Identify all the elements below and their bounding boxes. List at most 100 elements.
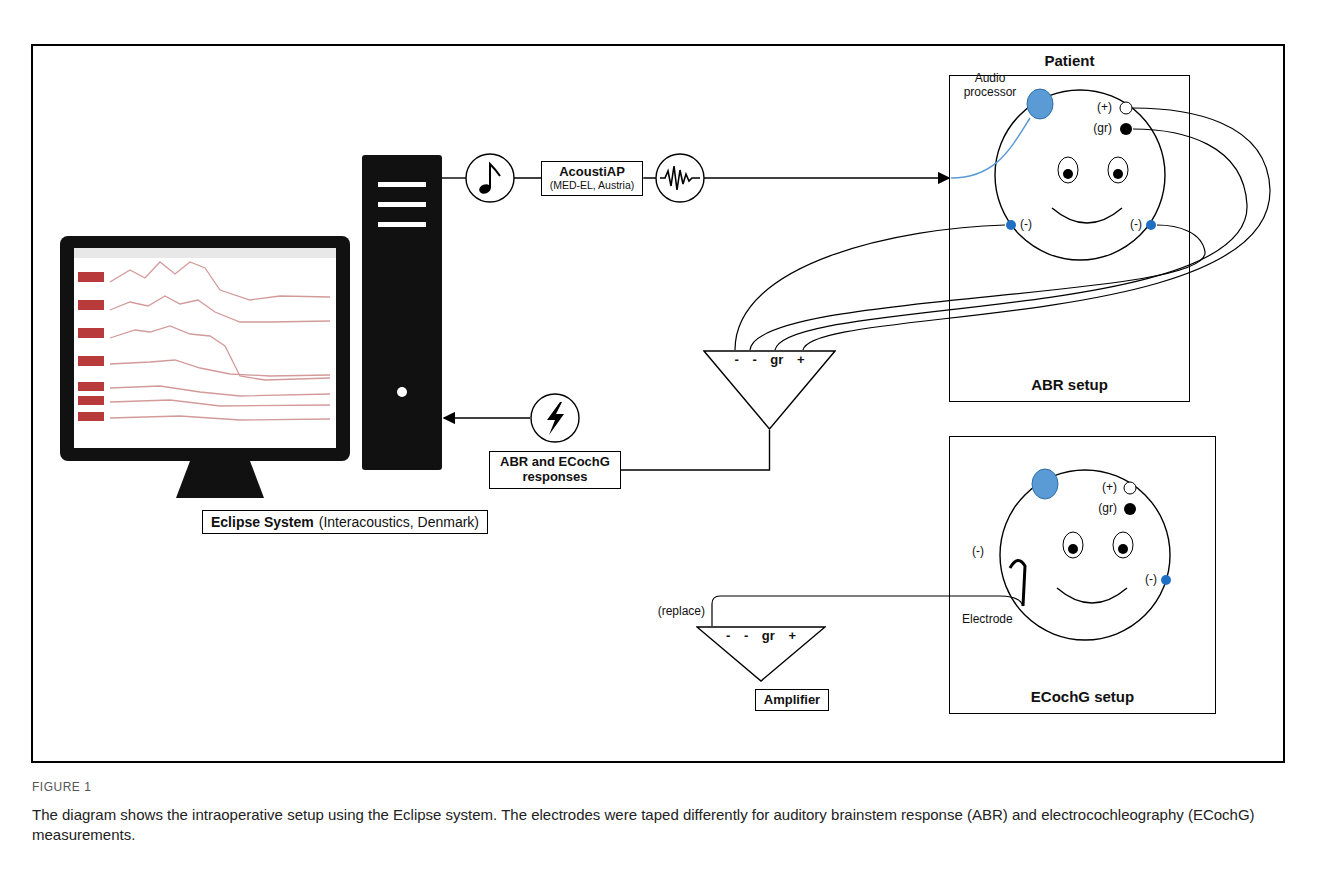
system-label: Eclipse System(Interacoustics, Denmark) (202, 510, 488, 534)
response-box: ABR and ECochG responses (489, 451, 621, 489)
figure-frame (32, 45, 1284, 762)
ecochg-face (1113, 532, 1133, 558)
lightning-icon (547, 402, 564, 435)
ecochg-face (1057, 588, 1127, 603)
abr-face (1113, 169, 1123, 179)
waveform-icon (656, 154, 704, 202)
screen-waveforms (110, 326, 330, 380)
screen-waveforms (110, 400, 330, 406)
node-heading: AcoustiAP (559, 165, 625, 180)
computer-tower (397, 387, 407, 397)
screen-waveforms (110, 360, 330, 376)
setup-panel: ECochG setup (949, 436, 1216, 714)
electrode-label: (gr) (1093, 122, 1112, 136)
part-label: Audio processor (958, 72, 1022, 100)
music-note-icon (490, 164, 500, 188)
monitor (74, 248, 336, 448)
electrode-wires (750, 225, 1205, 350)
node-heading: - - gr + (703, 353, 836, 368)
node-text: ABR setup (950, 376, 1189, 393)
waveform-icon (660, 166, 700, 190)
part-label: Electrode (962, 613, 1013, 627)
screen-waveforms (110, 386, 330, 396)
screen-tabs (78, 272, 104, 421)
audio-cable (951, 118, 1030, 178)
connector (621, 430, 770, 470)
electrode-label: (+) (1097, 101, 1112, 115)
monitor (74, 248, 336, 258)
electrode-wires (735, 225, 1005, 350)
electrode-wires (712, 596, 1023, 626)
computer-tower (362, 155, 442, 470)
amplifier-triangle: - - gr + (696, 626, 826, 682)
node-heading: ECochG setup (950, 688, 1215, 705)
positive-electrode (1124, 482, 1136, 494)
lightning-icon (531, 394, 579, 442)
node-heading: ABR and ECochG responses (498, 455, 612, 485)
electrode-label: (-) (972, 545, 984, 559)
monitor-stand (176, 461, 264, 498)
computer-tower (362, 155, 442, 470)
electrode-wires (803, 108, 1270, 350)
note-label: (replace) (658, 605, 705, 619)
amplifier-label: Amplifier (755, 689, 829, 712)
screen-waveforms (110, 262, 330, 420)
electrode-label: (gr) (1098, 502, 1117, 516)
audio-processor (1027, 89, 1053, 119)
figure-caption: The diagram shows the intraoperative set… (32, 805, 1282, 844)
ecochg-face (1000, 470, 1170, 640)
computer-tower (378, 222, 426, 227)
ecochg-face (1118, 544, 1128, 554)
triangle-outline (704, 351, 835, 429)
electrode-label: (+) (1102, 481, 1117, 495)
device-box: AcoustiAP(MED-EL, Austria) (541, 161, 644, 196)
abr-face (995, 89, 1165, 260)
screen-tabs (78, 328, 104, 338)
screen-tabs (78, 382, 104, 391)
monitor (60, 236, 350, 498)
audio-processor (1032, 469, 1058, 499)
screen-tabs (78, 412, 104, 421)
node-heading: Amplifier (764, 693, 820, 708)
screen-tabs (78, 356, 104, 366)
screen-waveforms (110, 296, 330, 322)
node-text: (Interacoustics, Denmark) (319, 514, 479, 530)
ecochg-face (1000, 469, 1171, 640)
music-note-icon (466, 154, 514, 202)
setup-panel: PatientABR setup (949, 75, 1190, 402)
response-arrow (444, 417, 530, 418)
triangle-outline (697, 627, 825, 681)
music-note-icon (466, 154, 514, 202)
ground-electrode (1120, 123, 1132, 135)
screen-tabs (78, 300, 104, 310)
abr-face (995, 90, 1165, 260)
negative-electrode (1006, 220, 1016, 230)
abr-face (1052, 208, 1122, 223)
electrode-label: (-) (1145, 573, 1157, 587)
computer-tower (378, 182, 426, 187)
electrode-wires (775, 129, 1247, 350)
abr-face (1108, 157, 1128, 183)
negative-electrode (1146, 220, 1156, 230)
amplifier-triangle: - - gr + (703, 350, 836, 430)
electrode-label: (-) (1020, 218, 1032, 232)
signal-lines (442, 177, 466, 178)
screen-waveforms (110, 416, 330, 420)
screen-tabs (78, 396, 104, 405)
node-text: (MED-EL, Austria) (550, 179, 635, 191)
lightning-icon (531, 394, 579, 442)
node-heading: - - gr + (696, 629, 826, 644)
ecochg-face (1068, 544, 1078, 554)
electrode-label: (-) (1130, 218, 1142, 232)
screen-tabs (78, 272, 104, 282)
ground-electrode (1124, 503, 1136, 515)
computer-tower (378, 202, 426, 207)
abr-face (1058, 157, 1078, 183)
ecochg-face (1063, 532, 1083, 558)
figure-number: FIGURE 1 (32, 781, 91, 795)
negative-electrode (1161, 575, 1171, 585)
